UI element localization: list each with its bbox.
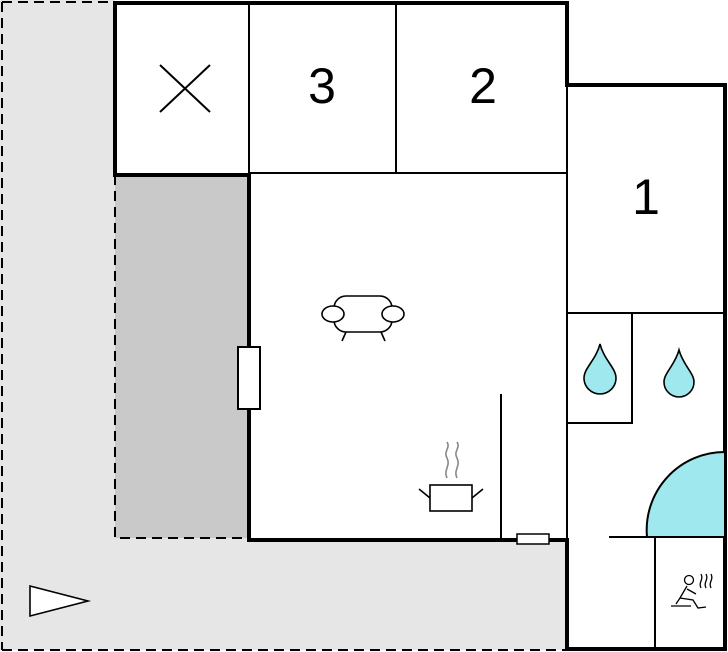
cooking-pot-icon <box>418 441 484 512</box>
room-label-2: 2 <box>469 58 497 114</box>
cross-icon <box>159 64 211 113</box>
room-label-1: 1 <box>632 169 660 225</box>
interior <box>115 2 726 650</box>
covered-terrace <box>114 175 248 539</box>
water-drop-icon <box>583 343 617 395</box>
entrance-arrow-icon <box>29 584 92 618</box>
water-drop-icon <box>663 346 695 398</box>
sauna-icon <box>671 573 713 609</box>
sofa-icon <box>321 295 405 342</box>
shower-area <box>645 450 726 538</box>
window-living-room <box>237 346 261 410</box>
door-kitchen <box>516 533 550 545</box>
room-label-3: 3 <box>308 58 336 114</box>
